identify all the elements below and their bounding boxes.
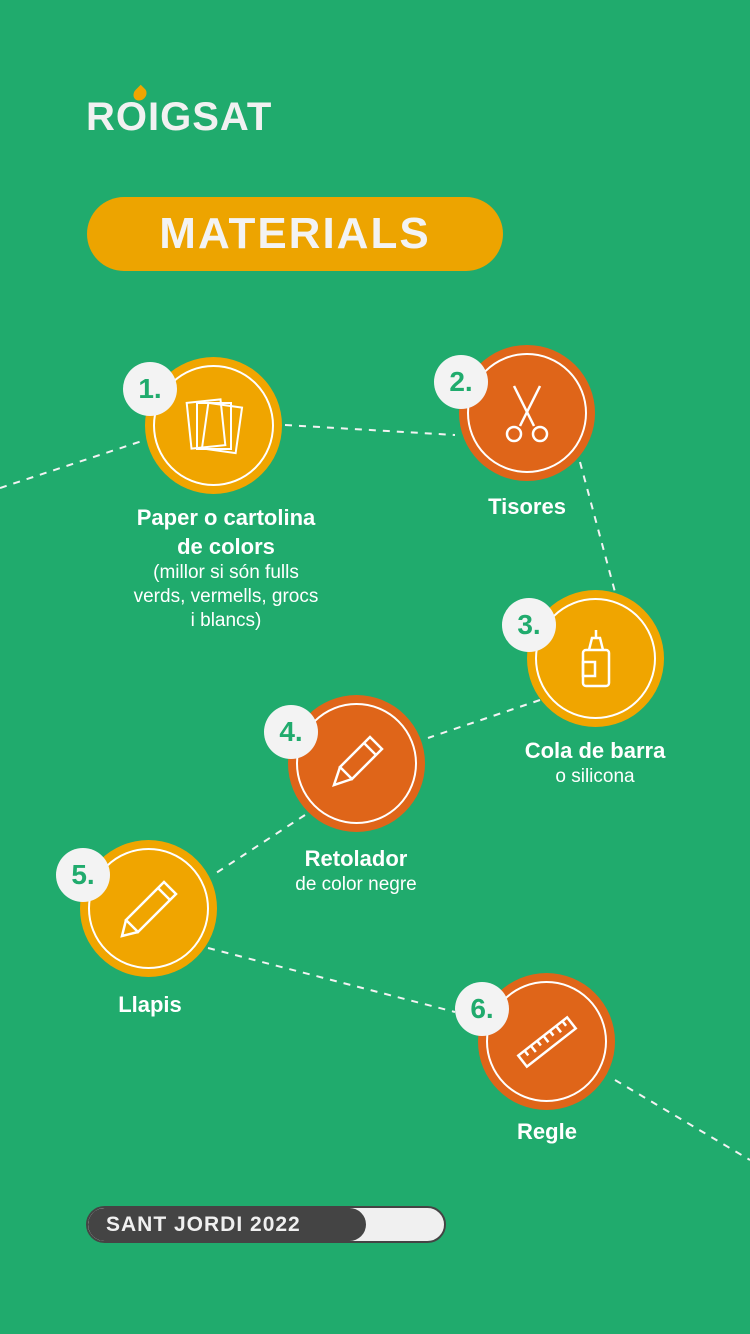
item-6-number: 6.	[455, 982, 509, 1036]
scissors-icon	[505, 385, 549, 443]
item-4-number: 4.	[264, 705, 318, 759]
item-1-number: 1.	[123, 362, 177, 416]
item-6-label: Regle	[517, 1119, 577, 1144]
item-3-number: 3.	[502, 598, 556, 652]
roigsat-logo: ROIGSAT	[86, 84, 272, 140]
item-3-circle	[527, 590, 664, 727]
marker-icon	[331, 734, 384, 787]
footer-progress-fill: SANT JORDI 2022	[88, 1208, 366, 1241]
footer-progress-bar: SANT JORDI 2022	[86, 1206, 446, 1243]
page-title: MATERIALS	[87, 197, 503, 271]
pencil-icon	[119, 879, 178, 938]
item-5-number: 5.	[56, 848, 110, 902]
glue-icon	[581, 629, 610, 687]
item-2-label: Tisores	[488, 494, 566, 519]
item-2-number: 2.	[434, 355, 488, 409]
paper-icon	[185, 397, 243, 454]
item-5-label: Llapis	[118, 992, 182, 1017]
ruler-icon	[516, 1015, 577, 1068]
